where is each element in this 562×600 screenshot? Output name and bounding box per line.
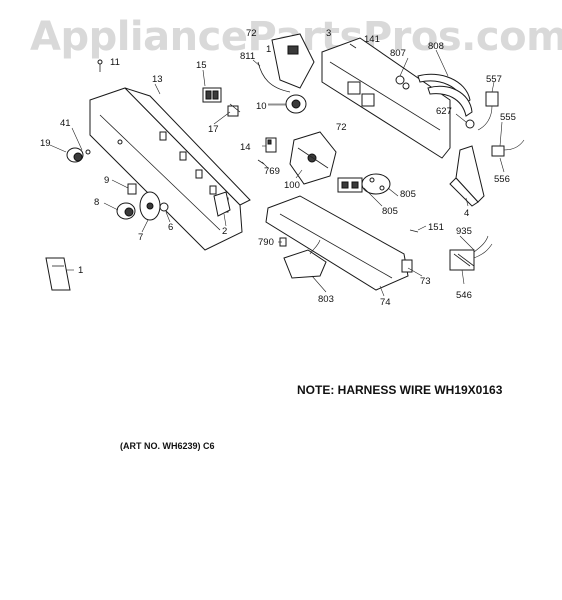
callout-6: 6 bbox=[168, 222, 173, 233]
callout-627: 627 bbox=[436, 106, 452, 117]
bracket-72-top bbox=[271, 33, 315, 89]
knob-19 bbox=[66, 147, 91, 163]
callout-1: 1 bbox=[78, 265, 83, 276]
bracket-14 bbox=[265, 137, 277, 153]
callout-14: 14 bbox=[240, 142, 251, 153]
callout-4: 4 bbox=[464, 208, 469, 219]
callout-labels: 11 13 15 41 19 17 10 811 72 1 3 141 807 … bbox=[40, 28, 516, 308]
side-bracket-4 bbox=[449, 145, 485, 207]
callout-13: 13 bbox=[152, 74, 163, 85]
callout-805-b: 805 bbox=[382, 206, 398, 217]
art-number: (ART NO. WH6239) C6 bbox=[120, 441, 215, 451]
harness-connector-546 bbox=[449, 235, 493, 271]
callout-557: 557 bbox=[486, 74, 502, 85]
decor-strip-2 bbox=[213, 191, 231, 217]
callout-141: 141 bbox=[364, 34, 380, 45]
callout-41: 41 bbox=[60, 118, 71, 129]
screw-141 bbox=[349, 43, 357, 49]
harness-note: NOTE: HARNESS WIRE WH19X0163 bbox=[297, 383, 503, 397]
dial-7 bbox=[139, 191, 161, 221]
knob-9 bbox=[127, 183, 137, 195]
callout-790: 790 bbox=[258, 237, 274, 248]
callout-808: 808 bbox=[428, 41, 444, 52]
callout-11: 11 bbox=[110, 57, 120, 68]
sensor-557 bbox=[477, 91, 499, 131]
callout-803: 803 bbox=[318, 294, 334, 305]
callout-811: 811 bbox=[240, 51, 255, 62]
callout-805-a: 805 bbox=[400, 189, 416, 200]
switch-15 bbox=[202, 87, 222, 103]
callout-807: 807 bbox=[390, 48, 406, 59]
valve-805b bbox=[337, 177, 363, 193]
callout-73: 73 bbox=[420, 276, 431, 287]
callout-556: 556 bbox=[494, 174, 510, 185]
callout-1-top: 1 bbox=[266, 44, 271, 55]
screw-151 bbox=[409, 229, 419, 233]
callout-769: 769 bbox=[264, 166, 280, 177]
timer-100 bbox=[289, 131, 337, 185]
callout-15: 15 bbox=[196, 60, 207, 71]
callout-935: 935 bbox=[456, 226, 472, 237]
callout-19: 19 bbox=[40, 138, 51, 149]
callout-7: 7 bbox=[138, 232, 143, 243]
backsplash-72 bbox=[321, 37, 451, 159]
callout-151: 151 bbox=[428, 222, 444, 233]
part-627 bbox=[465, 119, 475, 129]
knob-6 bbox=[159, 202, 169, 212]
callout-72-top: 72 bbox=[246, 28, 257, 39]
control-panel-13 bbox=[89, 87, 251, 251]
harness-555 bbox=[491, 139, 525, 157]
lower-panel-73 bbox=[265, 195, 413, 291]
callout-3: 3 bbox=[326, 28, 331, 39]
callout-9: 9 bbox=[104, 175, 109, 186]
inlet-hoses-808 bbox=[417, 73, 473, 117]
leader-lines bbox=[49, 49, 505, 297]
callout-72: 72 bbox=[336, 122, 347, 133]
clip-17 bbox=[227, 103, 241, 117]
callout-74: 74 bbox=[380, 297, 391, 308]
motor-803 bbox=[283, 239, 327, 279]
callout-100: 100 bbox=[284, 180, 300, 191]
fill-hose-811 bbox=[257, 61, 291, 93]
screw-11 bbox=[97, 59, 103, 72]
callout-10: 10 bbox=[256, 101, 267, 112]
callout-546: 546 bbox=[456, 290, 472, 301]
knob-8 bbox=[116, 202, 136, 220]
callout-555: 555 bbox=[500, 112, 516, 123]
valve-805a bbox=[361, 173, 391, 195]
literature-bag-1 bbox=[45, 257, 71, 291]
callout-2: 2 bbox=[222, 226, 227, 237]
callout-17: 17 bbox=[208, 124, 219, 135]
washers-807 bbox=[395, 75, 410, 90]
callout-8: 8 bbox=[94, 197, 99, 208]
